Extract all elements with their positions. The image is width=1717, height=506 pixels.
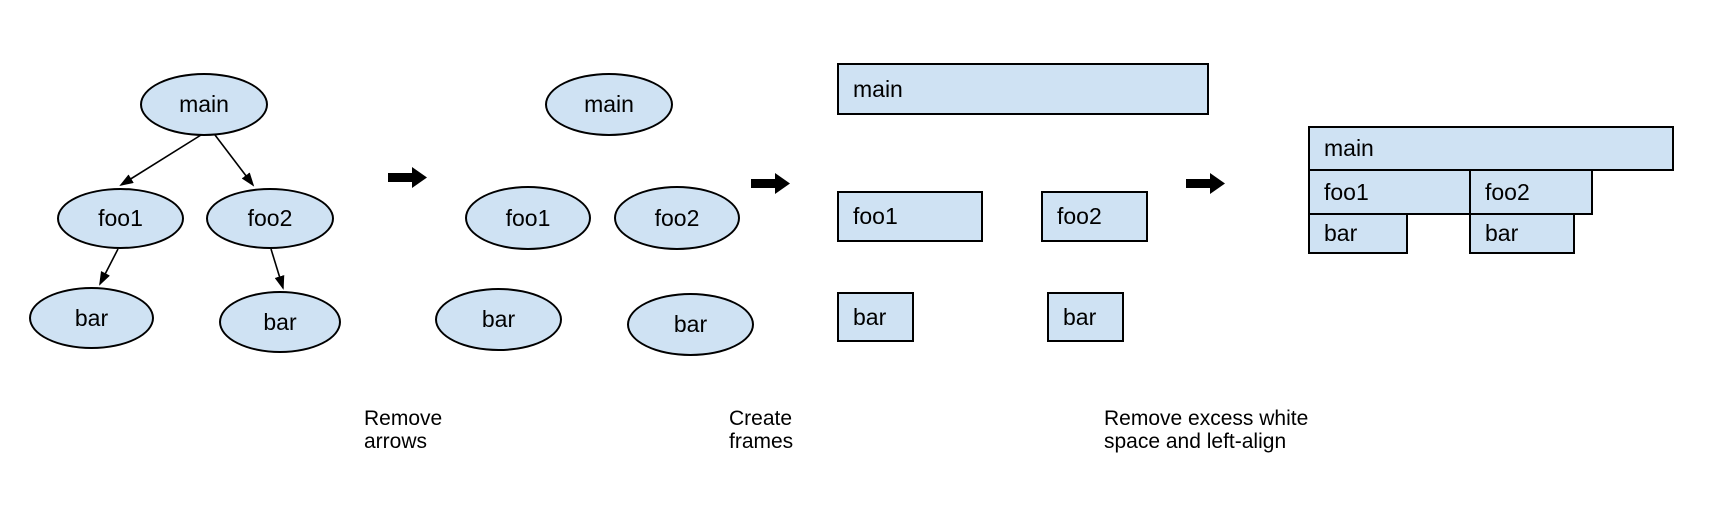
tree-node-bar-right: bar xyxy=(219,291,341,353)
edge-main-foo2 xyxy=(214,134,255,187)
caption-create-frames: Create frames xyxy=(729,407,794,453)
edge-main-foo1 xyxy=(119,134,202,187)
flame-node-foo2: foo2 xyxy=(1469,169,1593,215)
tree-node-bar-left: bar xyxy=(29,287,154,349)
noarrows-node-foo2: foo2 xyxy=(614,186,740,250)
flame-node-bar-right: bar xyxy=(1469,213,1575,254)
tree-node-foo1: foo1 xyxy=(57,188,184,249)
edge-foo1-bar xyxy=(99,248,119,286)
frames-node-main: main xyxy=(837,63,1209,115)
noarrows-node-bar-left: bar xyxy=(435,288,562,351)
edge-foo2-bar xyxy=(270,248,285,290)
frames-node-bar-right: bar xyxy=(1047,292,1124,342)
caption-remove-arrows: Remove arrows xyxy=(364,407,443,453)
frames-node-bar-left: bar xyxy=(837,292,914,342)
frames-node-foo2: foo2 xyxy=(1041,191,1148,242)
tree-node-main: main xyxy=(140,73,268,136)
flame-node-foo1: foo1 xyxy=(1308,169,1471,215)
arrow-right-icon xyxy=(1186,173,1225,194)
noarrows-node-bar-right: bar xyxy=(627,293,754,356)
tree-node-foo2: foo2 xyxy=(206,188,334,249)
flame-node-main: main xyxy=(1308,126,1674,171)
noarrows-node-foo1: foo1 xyxy=(465,186,591,250)
arrow-right-icon xyxy=(388,167,427,188)
flame-node-bar-left: bar xyxy=(1308,213,1408,254)
frames-node-foo1: foo1 xyxy=(837,191,983,242)
noarrows-node-main: main xyxy=(545,73,673,136)
arrow-right-icon xyxy=(751,173,790,194)
caption-left-align: Remove excess white space and left-align xyxy=(1104,407,1309,453)
